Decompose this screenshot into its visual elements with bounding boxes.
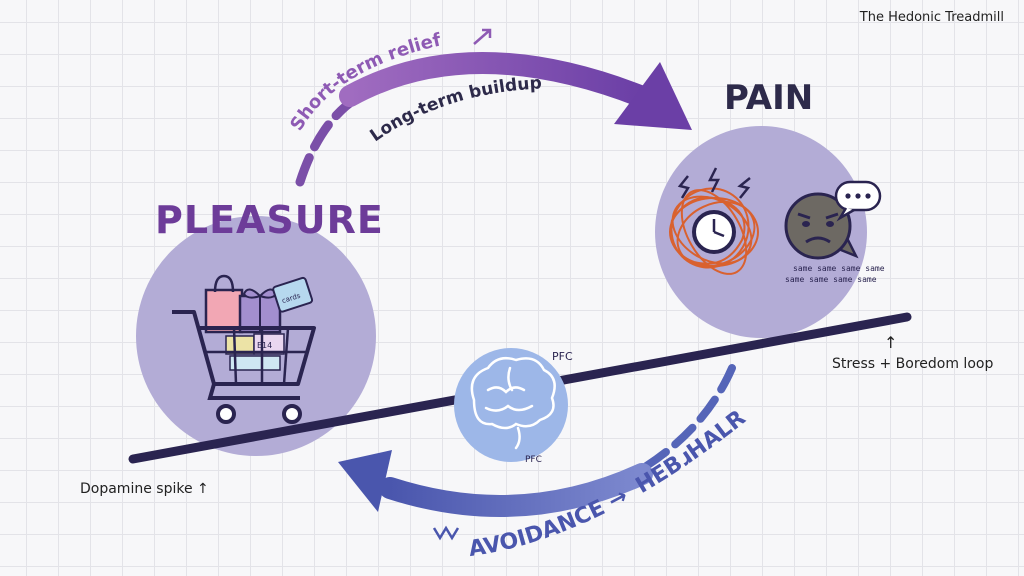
- trend-up-icon: [473, 28, 492, 45]
- node-label-pain: PAIN: [724, 78, 814, 118]
- note-dopamine-spike: Dopamine spike ↑: [80, 481, 209, 497]
- speech-bubble-icon: [834, 180, 882, 222]
- pain-circle: [655, 126, 867, 338]
- stress-scribble-clock-icon: [669, 167, 759, 275]
- cart-price-label: E14: [257, 341, 272, 350]
- pfc-label-bottom: PFC: [525, 455, 542, 465]
- diagram-title: The Hedonic Treadmill: [859, 10, 1004, 25]
- top-cycle-arrow: [295, 52, 692, 187]
- brain-fulcrum: PFC PFC: [454, 348, 573, 465]
- frustrated-face-icon: [784, 192, 859, 260]
- shopping-cart-icon: cards E14: [172, 274, 316, 424]
- node-label-pleasure: PLEASURE: [155, 198, 384, 242]
- note-stress-boredom: Stress + Boredom loop: [832, 356, 994, 372]
- stress-up-arrow: ↑: [884, 333, 897, 352]
- brain-icon: [470, 357, 556, 450]
- bottom-cycle-arrow: [338, 364, 736, 541]
- pain-caption-line2: same same same same: [785, 275, 877, 284]
- pain-caption-line1: same same same same: [793, 264, 885, 273]
- pfc-label-top: PFC: [552, 350, 573, 363]
